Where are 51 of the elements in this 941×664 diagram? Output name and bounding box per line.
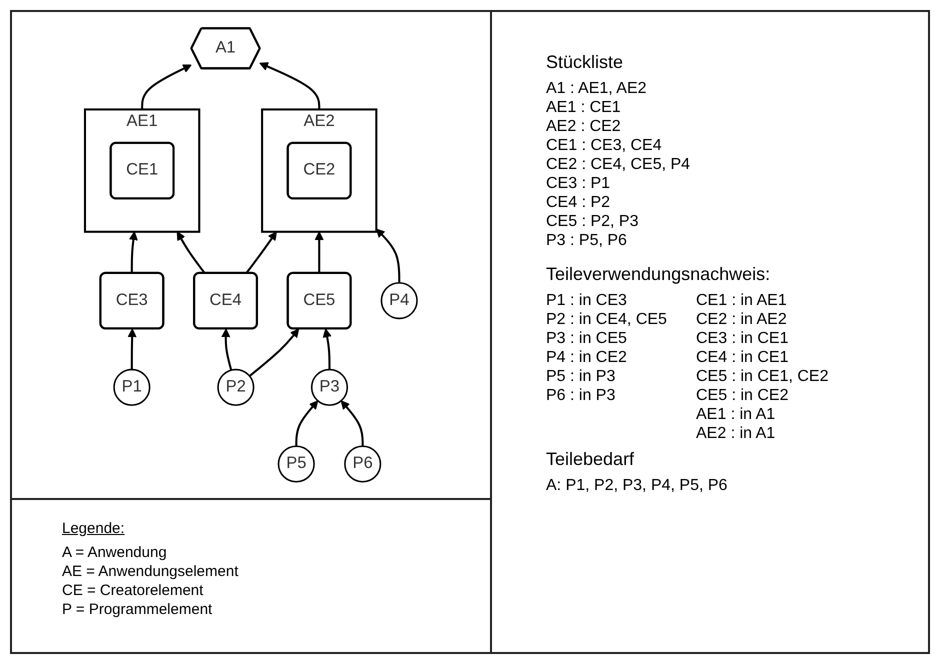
parts-list-entry: P3 : P5, P6 bbox=[546, 231, 628, 250]
usage-entry: CE5 : in CE2 bbox=[696, 386, 790, 405]
section-heading: Stückliste bbox=[546, 52, 624, 73]
arrow bbox=[221, 328, 232, 370]
usage-entry: P4 : in CE2 bbox=[546, 348, 628, 367]
section-heading: Teileverwendungsnachweis: bbox=[546, 264, 772, 285]
node-circle: P1 bbox=[113, 368, 150, 406]
arrow bbox=[295, 400, 318, 446]
parts-list-entry: A1 : AE1, AE2 bbox=[546, 79, 648, 98]
arrow bbox=[314, 231, 324, 273]
section-heading: Teilebedarf bbox=[546, 449, 636, 470]
usage-entry: P3 : in CE5 bbox=[546, 329, 628, 348]
requirement-entry: A: P1, P2, P3, P4, P5, P6 bbox=[546, 476, 728, 495]
usage-entry: P5 : in P3 bbox=[546, 367, 616, 386]
parts-list-entry: CE5 : P2, P3 bbox=[546, 212, 640, 231]
parts-list-entry: CE1 : CE3, CE4 bbox=[546, 136, 663, 155]
usage-entry: CE2 : in AE2 bbox=[696, 310, 788, 329]
usage-entry: AE1 : in A1 bbox=[696, 405, 776, 424]
parts-list-entry: CE3 : P1 bbox=[546, 174, 612, 193]
node-circle: P3 bbox=[310, 368, 348, 406]
arrow bbox=[128, 328, 137, 370]
parts-list-entry: CE4 : P2 bbox=[546, 193, 612, 212]
usage-entry: P2 : in CE4, CE5 bbox=[546, 310, 668, 329]
arrow bbox=[259, 62, 320, 110]
arrow bbox=[248, 328, 300, 377]
legend-heading: Legende: bbox=[62, 520, 126, 537]
arrow bbox=[246, 231, 277, 274]
usage-entry: CE1 : in AE1 bbox=[696, 291, 788, 310]
arrow bbox=[376, 228, 400, 283]
parts-list-entry: AE2 : CE2 bbox=[546, 117, 622, 136]
usage-entry: CE3 : in CE1 bbox=[696, 329, 790, 348]
legend-entry: P = Programmelement bbox=[62, 600, 214, 619]
usage-entry: P1 : in CE3 bbox=[546, 291, 628, 310]
node-circle: P6 bbox=[344, 445, 382, 483]
node-circle: P4 bbox=[380, 282, 418, 320]
legend-entry: CE = Creatorelement bbox=[62, 581, 204, 600]
arrow bbox=[128, 231, 138, 273]
arrow bbox=[322, 328, 332, 370]
legend-entry: AE = Anwendungselement bbox=[62, 562, 240, 581]
usage-entry: P6 : in P3 bbox=[546, 386, 616, 405]
parts-list-entry: AE1 : CE1 bbox=[546, 98, 622, 117]
usage-entry: CE5 : in CE1, CE2 bbox=[696, 367, 830, 386]
usage-entry: AE2 : in A1 bbox=[696, 424, 776, 443]
node-circle: P2 bbox=[217, 368, 254, 406]
arrow bbox=[176, 231, 206, 274]
node-circle: P5 bbox=[278, 445, 315, 483]
usage-entry: CE4 : in CE1 bbox=[696, 348, 790, 367]
arrow bbox=[340, 400, 364, 446]
legend-entry: A = Anwendung bbox=[62, 543, 168, 562]
arrow bbox=[141, 64, 192, 110]
parts-list-entry: CE2 : CE4, CE5, P4 bbox=[546, 155, 692, 174]
